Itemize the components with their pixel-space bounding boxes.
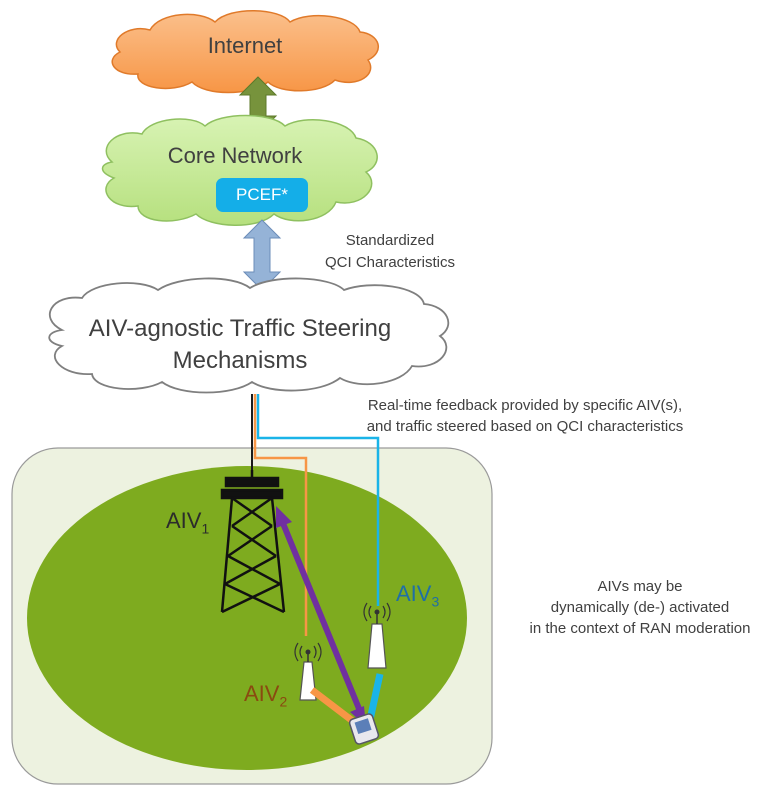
aiv2-subscript: 2 xyxy=(279,693,288,710)
qci-characteristics-label: Standardized QCI Characteristics xyxy=(300,230,480,274)
traffic-steering-label: AIV-agnostic Traffic Steering Mechanisms xyxy=(50,313,430,377)
aiv1-tower xyxy=(220,470,286,614)
aiv1-link xyxy=(277,514,365,718)
aiv2-link xyxy=(309,687,357,725)
feedback-line-1: Real-time feedback provided by specific … xyxy=(367,397,683,414)
core-network-label: Core Network xyxy=(167,143,303,168)
core-network-cloud xyxy=(101,114,378,226)
feedback-link-aiv2 xyxy=(253,394,308,636)
ue-device xyxy=(348,713,380,745)
aiv3-subscript: 3 xyxy=(431,593,440,610)
aiv-note-line-1: AIVs may be xyxy=(597,578,683,595)
aiv-activation-note: AIVs may be dynamically (de-) activated … xyxy=(520,576,760,639)
coverage-area xyxy=(27,466,467,770)
aiv3-link xyxy=(366,673,384,721)
aiv2-label: AIV2 xyxy=(244,681,287,709)
feedback-note: Real-time feedback provided by specific … xyxy=(300,395,750,437)
aiv3-label: AIV3 xyxy=(396,581,439,609)
feedback-link-aiv3 xyxy=(256,394,380,606)
aiv-note-line-3: in the context of RAN moderation xyxy=(529,620,751,637)
qci-line-2: QCI Characteristics xyxy=(324,254,456,271)
feedback-line-2: and traffic steered based on QCI charact… xyxy=(366,418,684,435)
aiv1-name: AIV xyxy=(166,508,202,533)
qci-line-1: Standardized xyxy=(345,232,435,249)
aiv1-link-head-top xyxy=(276,506,292,528)
aiv3-small-cell xyxy=(363,602,391,669)
internet-cloud xyxy=(111,10,379,94)
aiv2-name: AIV xyxy=(244,681,280,706)
internet-label: Internet xyxy=(207,33,283,58)
aiv1-label: AIV1 xyxy=(166,508,209,536)
pcef-box: PCEF* xyxy=(216,178,308,212)
traffic-steering-cloud xyxy=(48,277,450,394)
traffic-steering-line-1: AIV-agnostic Traffic Steering xyxy=(88,315,392,342)
aiv-note-line-2: dynamically (de-) activated xyxy=(550,599,730,616)
aiv1-subscript: 1 xyxy=(201,520,210,537)
traffic-steering-line-2: Mechanisms xyxy=(172,347,308,374)
aiv3-name: AIV xyxy=(396,581,432,606)
